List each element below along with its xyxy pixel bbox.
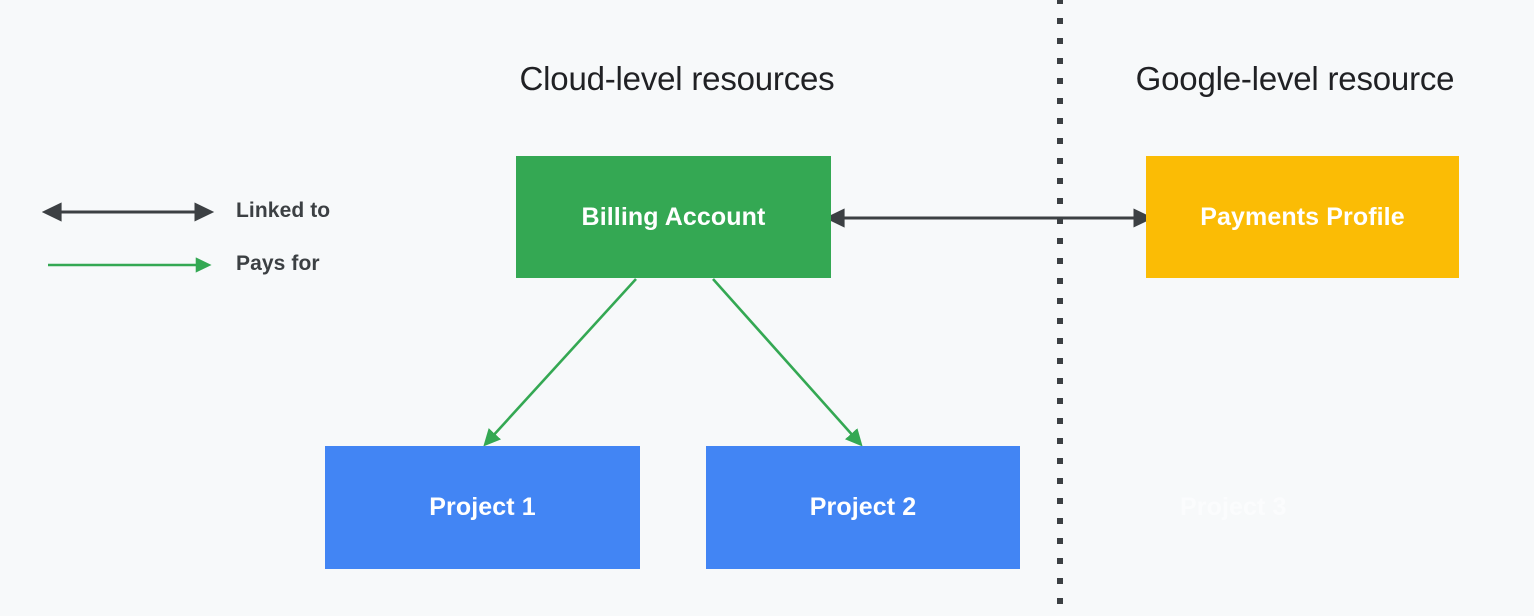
legend-label-pays-for: Pays for <box>236 252 320 275</box>
column-header-cloud-level: Cloud-level resources <box>519 60 835 97</box>
column-header-google-level: Google-level resource <box>1135 60 1455 97</box>
node-project-3[interactable]: Project 3 <box>1180 493 1287 521</box>
node-payments-profile[interactable]: Payments Profile <box>1146 156 1459 278</box>
node-project-1[interactable]: Project 1 <box>325 446 640 569</box>
legend-label-linked-to: Linked to <box>236 199 331 222</box>
node-project-2[interactable]: Project 2 <box>706 446 1020 569</box>
connector-billing-to-project2 <box>712 278 863 447</box>
node-billing-account[interactable]: Billing Account <box>516 156 831 278</box>
connector-billing-to-project1 <box>483 278 637 447</box>
